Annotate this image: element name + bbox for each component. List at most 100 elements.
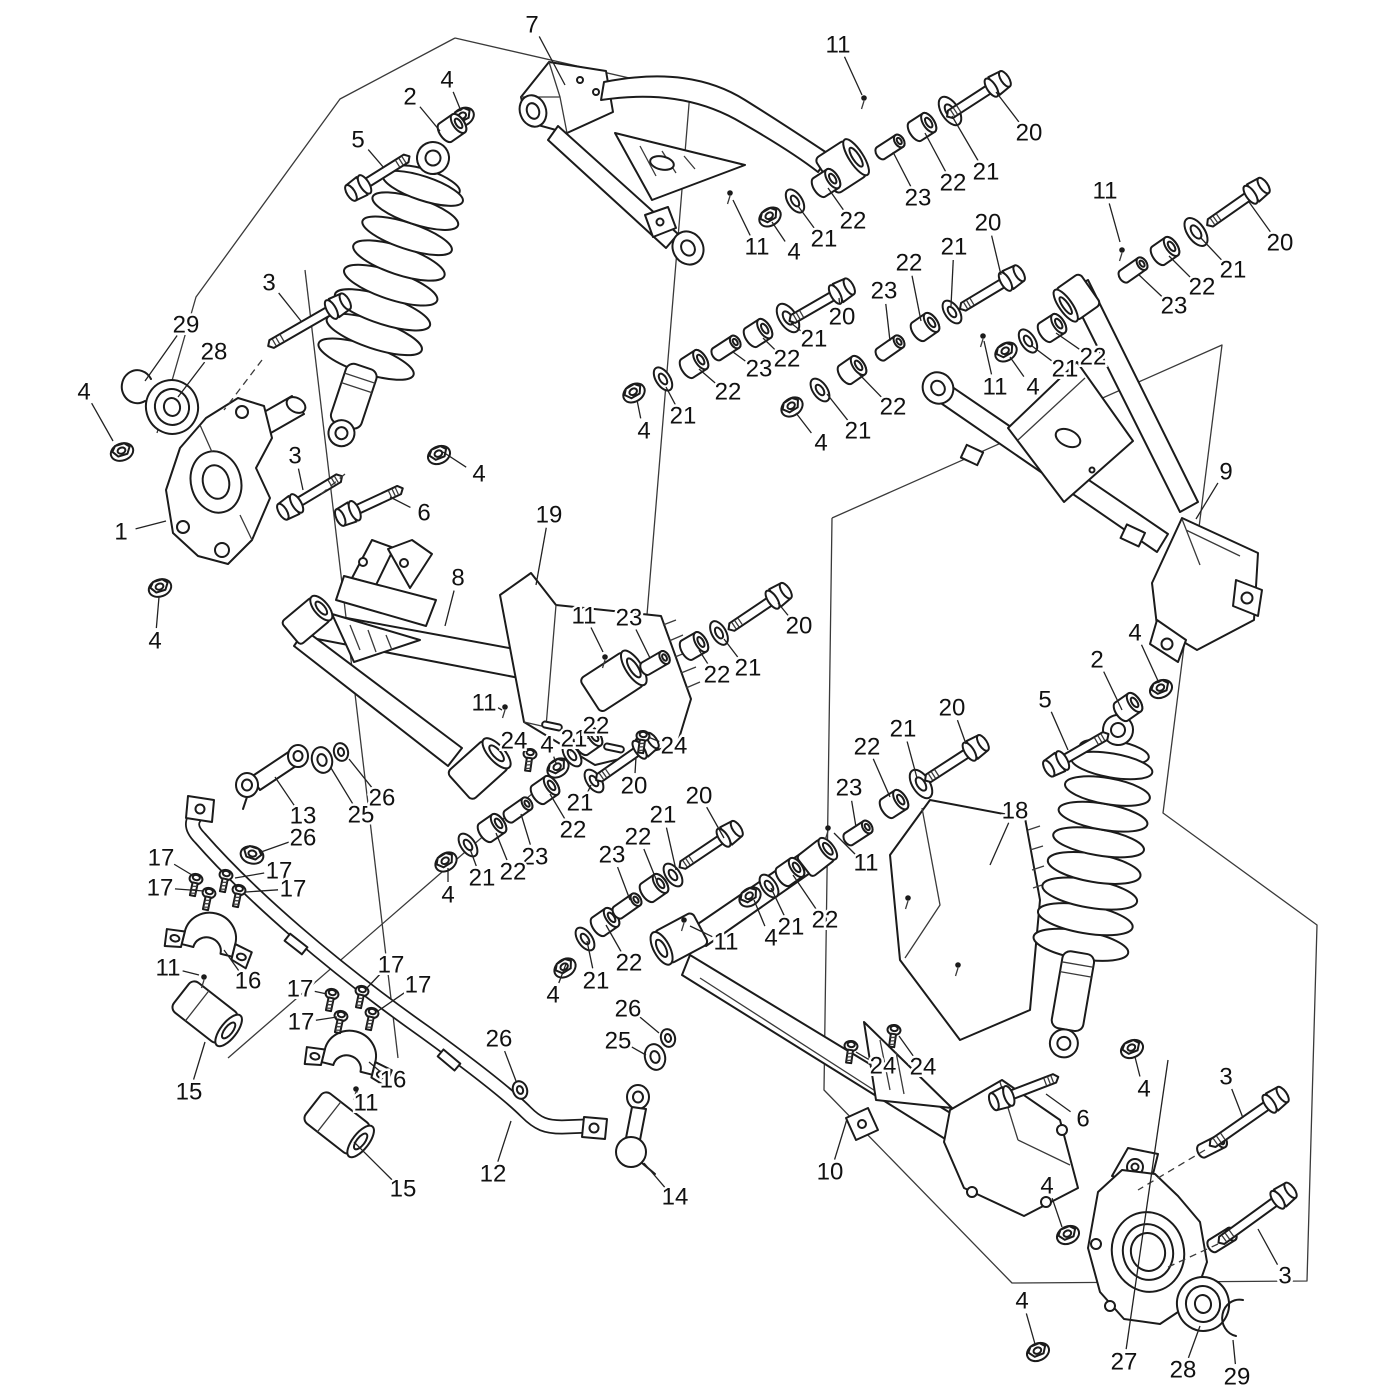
callout-28: 28: [1170, 1357, 1197, 1384]
callout-26: 26: [369, 785, 396, 812]
callout-leader: [419, 106, 441, 132]
callout-leader: [1232, 1339, 1237, 1365]
callout-2: 2: [403, 84, 416, 111]
callout-23: 23: [746, 356, 773, 383]
assembly-axis-lines: [223, 359, 1219, 1269]
callout-21: 21: [973, 159, 1000, 186]
knuckle-right: [1087, 1147, 1208, 1325]
callout-leader: [605, 924, 622, 953]
callout-leader: [1009, 356, 1025, 378]
callout-9: 9: [1219, 459, 1232, 486]
callout-leader: [698, 368, 717, 385]
arm8-apex-bushing-tube: [580, 649, 648, 713]
callout-23: 23: [871, 278, 898, 305]
callout-leader: [245, 889, 279, 893]
callout-leader: [558, 963, 567, 984]
callout-leader: [452, 91, 462, 112]
callout-11: 11: [572, 603, 597, 630]
callout-leader: [353, 1141, 393, 1181]
callout-leader: [91, 402, 114, 442]
callout-leader: [732, 351, 747, 363]
callout-24: 24: [870, 1053, 897, 1080]
snap-ring-29-left: [120, 369, 152, 405]
callout-24: 24: [910, 1054, 937, 1081]
callout-leader: [442, 451, 467, 468]
callout-26: 26: [486, 1026, 513, 1053]
callout-22: 22: [940, 170, 967, 197]
arm9-rear-bushing-tube: [1052, 273, 1101, 323]
skid-plate-18: [889, 799, 1046, 1041]
bar-bushing-left: [171, 980, 243, 1048]
callout-leader: [1055, 332, 1081, 351]
callout-leader: [762, 337, 777, 351]
callout-3: 3: [1278, 1263, 1291, 1290]
callout-leader: [444, 590, 455, 627]
upper-arm-front: [518, 61, 870, 266]
callout-26: 26: [290, 825, 317, 852]
callout-leader: [144, 335, 178, 382]
callout-4: 4: [1015, 1288, 1028, 1315]
callout-leader: [639, 1016, 660, 1034]
callout-11: 11: [354, 1090, 379, 1117]
callout-leader: [698, 649, 709, 665]
callout-leader: [706, 806, 725, 839]
callout-20: 20: [1016, 120, 1043, 147]
callout-leader: [495, 832, 508, 861]
callout-leader: [155, 596, 160, 629]
callout-leader: [616, 866, 631, 901]
callout-leader: [1199, 236, 1223, 262]
callout-5: 5: [1038, 687, 1051, 714]
callout-3: 3: [262, 270, 275, 297]
callout-leader: [838, 297, 841, 305]
callout-leader: [348, 758, 373, 789]
callout-leader: [389, 496, 411, 509]
callout-23: 23: [1161, 293, 1188, 320]
callout-leader: [497, 1120, 512, 1162]
callout-17: 17: [148, 845, 175, 872]
callout-leader: [770, 887, 785, 916]
callout-4: 4: [540, 732, 553, 759]
bearing-28-left: [144, 379, 200, 435]
callout-leader: [634, 756, 637, 774]
callout-leader: [950, 259, 954, 307]
callout-28: 28: [201, 339, 228, 366]
shock-absorber-right: [1032, 714, 1154, 1059]
callout-22: 22: [616, 950, 643, 977]
callout-leader: [234, 872, 265, 879]
callout-21: 21: [583, 968, 610, 995]
callout-leader: [924, 132, 947, 172]
callout-24: 24: [501, 728, 528, 755]
callout-18: 18: [1002, 798, 1029, 825]
callout-leader: [951, 115, 979, 162]
callout-22: 22: [500, 859, 527, 886]
callout-leader: [535, 527, 547, 586]
callout-5: 5: [351, 127, 364, 154]
callout-leader: [643, 848, 659, 885]
callout-4: 4: [637, 418, 650, 445]
callout-leader: [330, 767, 354, 805]
callout-20: 20: [786, 613, 813, 640]
callout-leader: [956, 719, 967, 745]
callout-6: 6: [1076, 1106, 1089, 1133]
arm10-apex-bushing-tube: [649, 912, 709, 966]
callout-leader: [843, 56, 863, 96]
callout-21: 21: [1052, 356, 1079, 383]
callout-4: 4: [1137, 1076, 1150, 1103]
callout-10: 10: [817, 1159, 844, 1186]
callout-leader: [177, 361, 206, 398]
callout-4: 4: [148, 628, 161, 655]
callout-25: 25: [348, 802, 375, 829]
upper-arm-rear: [921, 273, 1263, 663]
callout-29: 29: [1224, 1364, 1251, 1391]
callout-leader: [898, 1035, 915, 1058]
callout-leader: [1248, 201, 1272, 234]
callout-leader: [885, 303, 891, 342]
callout-6: 6: [417, 500, 430, 527]
callout-20: 20: [1267, 230, 1294, 257]
callout-leader: [135, 520, 167, 530]
callout-3: 3: [288, 443, 301, 470]
lower-arm-right: [649, 836, 1079, 1217]
snap-ring-29-right: [1221, 1298, 1244, 1337]
